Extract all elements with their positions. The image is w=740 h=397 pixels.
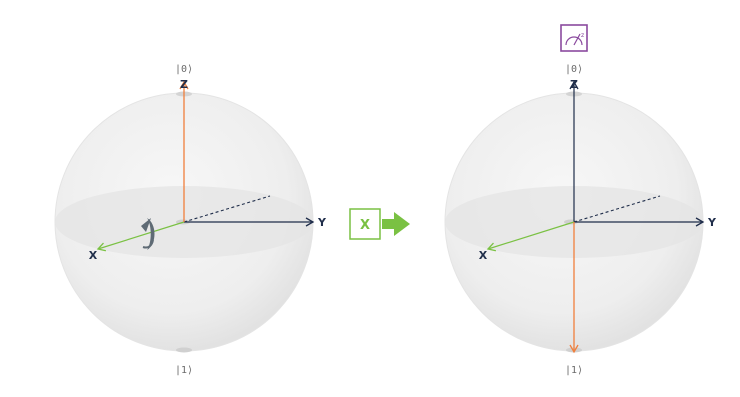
negative-x-axis bbox=[183, 195, 271, 223]
x-gate-box bbox=[349, 208, 381, 240]
y-axis-label: Y bbox=[317, 216, 327, 229]
ket-zero-label: |0⟩ bbox=[565, 64, 583, 75]
z-axis-label: Z bbox=[570, 78, 578, 91]
ket-zero-label: |0⟩ bbox=[175, 64, 193, 75]
ket-one-label: |1⟩ bbox=[565, 365, 583, 376]
x-gate-label: X bbox=[360, 218, 370, 233]
right-bloch-sphere: z |0⟩ Z Y X |1⟩ bbox=[444, 24, 717, 376]
x-gate: X bbox=[349, 208, 410, 240]
negative-x-axis bbox=[573, 195, 661, 223]
x-axis-label: X bbox=[479, 249, 488, 262]
z-axis-label: Z bbox=[180, 78, 188, 91]
ket-one-label: |1⟩ bbox=[175, 365, 193, 376]
x-axis-label: X bbox=[89, 249, 98, 262]
y-axis-label: Y bbox=[707, 216, 717, 229]
x-axis bbox=[96, 221, 185, 252]
measurement-icon: z bbox=[560, 24, 588, 52]
south-pole-marker bbox=[176, 347, 192, 353]
left-bloch-sphere: |0⟩ Z Y X |1⟩ bbox=[54, 64, 327, 376]
arrow-right-icon bbox=[382, 212, 410, 236]
svg-text:z: z bbox=[581, 32, 584, 39]
x-axis bbox=[486, 221, 575, 252]
rotation-arrow-icon bbox=[141, 218, 155, 250]
